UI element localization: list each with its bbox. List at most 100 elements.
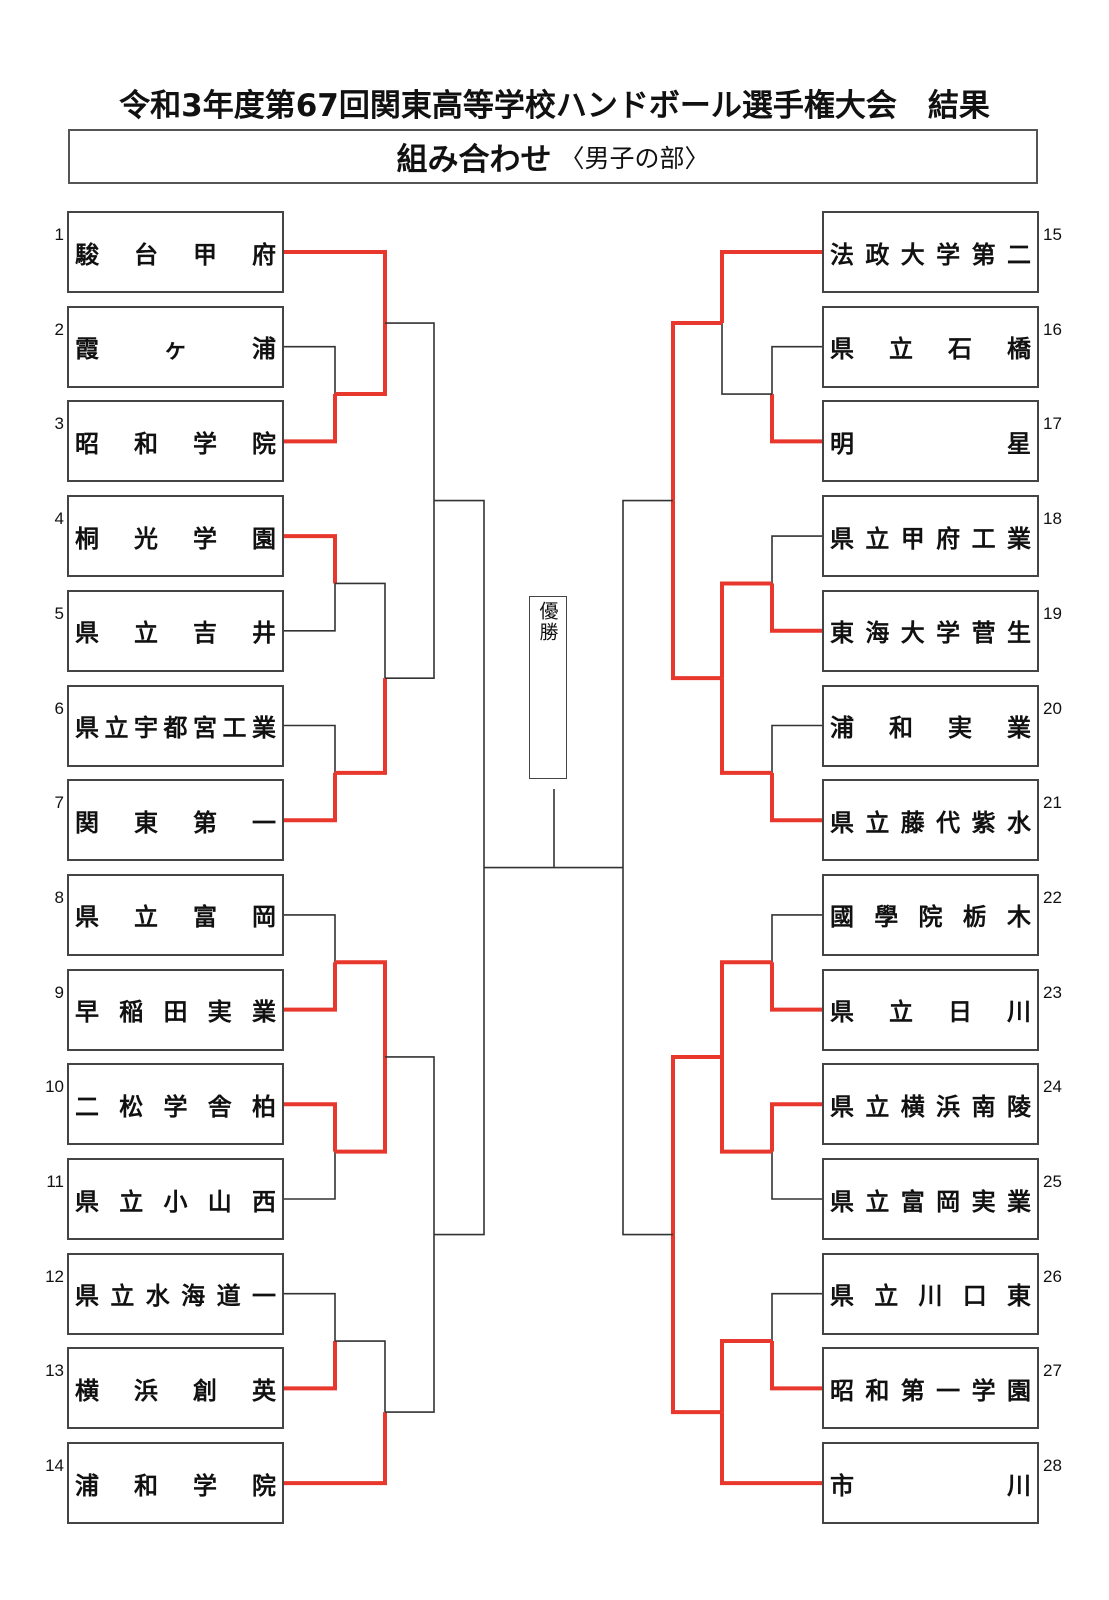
- winner-path: [284, 1102, 337, 1152]
- team-name-char: 立: [104, 714, 129, 742]
- team-name-char: 川: [1007, 1471, 1031, 1500]
- team-name-char: ヶ: [163, 335, 188, 364]
- seed-number: 18: [1043, 509, 1062, 529]
- team-name-char: 吉: [193, 619, 217, 648]
- seed-number: 17: [1043, 414, 1062, 434]
- winner-path: [720, 1339, 772, 1413]
- team-box: 県立横浜南陵: [822, 1063, 1039, 1146]
- team-name-char: 横: [75, 1376, 99, 1405]
- seed-number: 11: [46, 1172, 64, 1191]
- seed-number: 16: [1043, 319, 1062, 339]
- bracket-line: [771, 1151, 822, 1200]
- bracket-line: [622, 867, 673, 1236]
- bracket-line: [335, 582, 386, 679]
- winner-path: [770, 1341, 822, 1391]
- seed-number: 23: [1043, 982, 1062, 1002]
- team-name-char: 実: [971, 1187, 996, 1216]
- team-box: 県立水海道一: [67, 1252, 284, 1335]
- team-name-char: 学: [936, 240, 961, 269]
- team-box: 県立石橋: [822, 305, 1039, 388]
- team-name-char: 東: [1007, 1282, 1031, 1311]
- team-name-char: 立: [874, 1282, 899, 1311]
- team-name-char: 栃: [962, 903, 987, 932]
- seed-number: 20: [1043, 698, 1062, 718]
- team-name-char: 英: [252, 1376, 276, 1405]
- bracket-line: [284, 1292, 336, 1342]
- team-name: 國學院栃木: [830, 897, 1031, 932]
- team-name: 東海大学菅生: [830, 613, 1031, 648]
- winner-path: [335, 678, 387, 775]
- team-box: 國學院栃木: [822, 873, 1039, 956]
- team-box: 二松学舎柏: [67, 1063, 284, 1146]
- team-box: 県立小山西: [67, 1158, 284, 1240]
- winner-path: [671, 1054, 722, 1235]
- team-name-char: 和: [865, 1376, 890, 1405]
- winner-path: [720, 678, 772, 775]
- team-name-char: 立: [134, 619, 158, 648]
- team-name: 霞ヶ浦: [75, 329, 276, 364]
- team-name-char: 早: [75, 998, 99, 1027]
- team-name-char: 宮: [193, 714, 217, 742]
- team-name-char: 一: [251, 1282, 276, 1311]
- team-name: 県立富岡実業: [830, 1182, 1031, 1217]
- winner-path: [335, 323, 387, 397]
- team-name-char: 東: [830, 619, 854, 648]
- team-name-char: 一: [936, 1376, 961, 1405]
- seed-number: 19: [1043, 603, 1062, 623]
- winner-path: [770, 1102, 822, 1152]
- team-name: 県立甲府工業: [830, 519, 1031, 554]
- team-name-char: 工: [971, 524, 996, 553]
- team-name: 浦和学院: [75, 1466, 276, 1501]
- team-name-char: 工: [222, 714, 247, 742]
- team-name-char: 関: [75, 808, 99, 837]
- bracket-line: [771, 914, 822, 963]
- team-name-char: 昭: [75, 429, 99, 458]
- team-name-char: 県: [830, 998, 854, 1027]
- seed-number: 7: [54, 793, 64, 813]
- bracket-line: [284, 345, 336, 395]
- team-name-char: 水: [1006, 808, 1031, 837]
- team-name: 関東第一: [75, 803, 276, 838]
- team-name-char: 園: [1006, 1376, 1031, 1405]
- team-name-char: 浜: [936, 1092, 961, 1121]
- bracket-line: [284, 724, 336, 773]
- team-box: 法政大学第二: [822, 211, 1039, 293]
- team-name-char: 松: [119, 1092, 144, 1121]
- team-box: 浦和実業: [822, 684, 1039, 767]
- team-name-char: 実: [948, 714, 972, 742]
- team-name-char: 菅: [971, 619, 996, 648]
- seed-number: 15: [1043, 225, 1062, 244]
- team-name: 桐光学園: [75, 519, 276, 554]
- page-title: 令和3年度第67回関東高等学校ハンドボール選手権大会 結果: [119, 88, 990, 124]
- bracket-line: [771, 724, 822, 773]
- team-name-char: 山: [207, 1187, 232, 1216]
- winner-path: [770, 962, 822, 1012]
- team-name-char: 立: [865, 808, 890, 837]
- team-name-char: 学: [936, 619, 961, 648]
- team-name-char: 浦: [75, 1471, 99, 1500]
- team-name-char: 第: [193, 808, 217, 837]
- team-name-char: 院: [252, 429, 276, 458]
- team-name: 駿台甲府: [75, 235, 276, 270]
- team-name: 横浜創英: [75, 1371, 276, 1406]
- team-name-char: 県: [75, 1187, 99, 1216]
- team-name-char: 業: [252, 998, 276, 1027]
- team-name-char: 井: [252, 619, 276, 648]
- team-name-char: 院: [252, 1471, 276, 1500]
- winner-path: [284, 394, 337, 444]
- team-name: 浦和実業: [830, 708, 1031, 743]
- team-name-char: 都: [163, 714, 188, 742]
- bracket-line: [284, 914, 336, 963]
- team-name-char: 小: [163, 1187, 188, 1216]
- seed-number: 22: [1043, 887, 1062, 907]
- team-box: 明星: [822, 400, 1039, 483]
- team-box: 昭和第一学園: [822, 1347, 1039, 1430]
- team-name-char: 立: [110, 1282, 135, 1311]
- seed-number: 6: [54, 698, 64, 718]
- team-name-char: 立: [865, 1092, 890, 1121]
- team-name-char: 県: [75, 1282, 99, 1311]
- winner-path: [284, 534, 337, 584]
- team-name-char: 學: [874, 903, 899, 932]
- team-box: 桐光学園: [67, 495, 284, 578]
